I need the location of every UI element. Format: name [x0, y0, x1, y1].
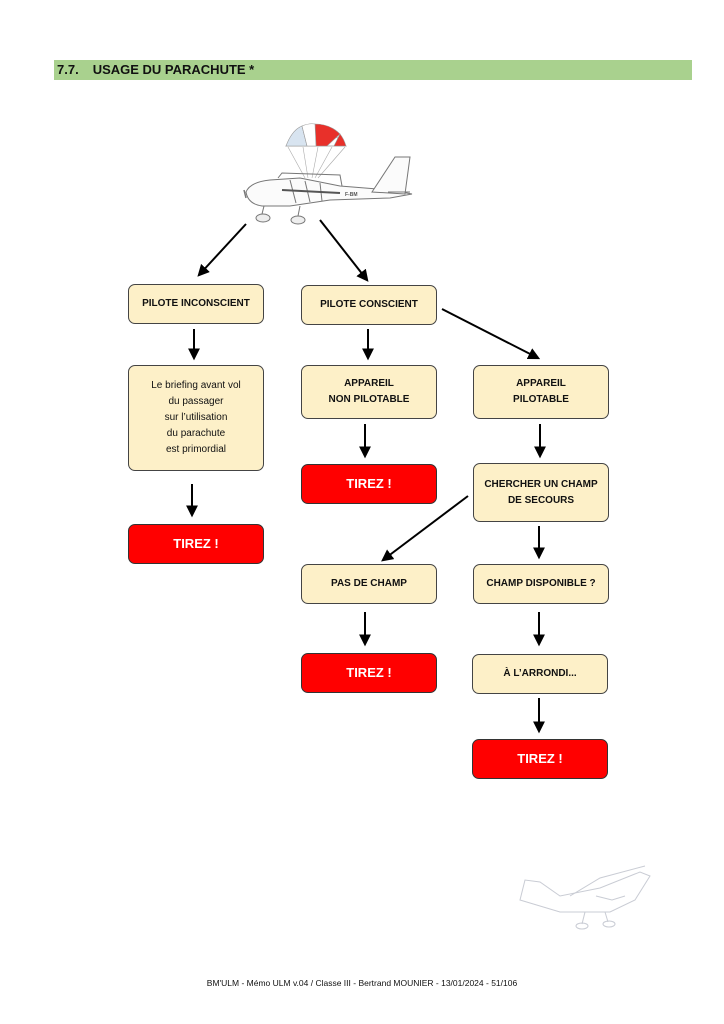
node-tirez-middle-bottom: TIREZ !: [301, 653, 437, 693]
node-pilote-conscient: PILOTE CONSCIENT: [301, 285, 437, 325]
node-appareil-non-pilotable: APPAREIL NON PILOTABLE: [301, 365, 437, 419]
node-pas-de-champ: PAS DE CHAMP: [301, 564, 437, 604]
node-appareil-pilotable: APPAREIL PILOTABLE: [473, 365, 609, 419]
section-number: 7.7.: [57, 62, 79, 77]
parachute-icon: [285, 123, 347, 179]
page-footer: BM'ULM - Mémo ULM v.04 / Classe III - Be…: [206, 978, 518, 988]
node-arrondi: À L’ARRONDI...: [472, 654, 608, 694]
aircraft-registration: F-BM: [345, 192, 358, 198]
section-title: USAGE DU PARACHUTE *: [92, 62, 255, 77]
node-tirez-right: TIREZ !: [472, 739, 608, 779]
aircraft-icon: [243, 156, 413, 225]
node-chercher-champ: CHERCHER UN CHAMP DE SECOURS: [473, 463, 609, 522]
node-tirez-middle-top: TIREZ !: [301, 464, 437, 504]
node-tirez-left: TIREZ !: [128, 524, 264, 564]
node-briefing-note: Le briefing avant vol du passager sur l’…: [128, 365, 264, 471]
node-champ-disponible: CHAMP DISPONIBLE ?: [473, 564, 609, 604]
section-header: 7.7. USAGE DU PARACHUTE *: [54, 60, 692, 80]
node-pilote-inconscient: PILOTE INCONSCIENT: [128, 284, 264, 324]
